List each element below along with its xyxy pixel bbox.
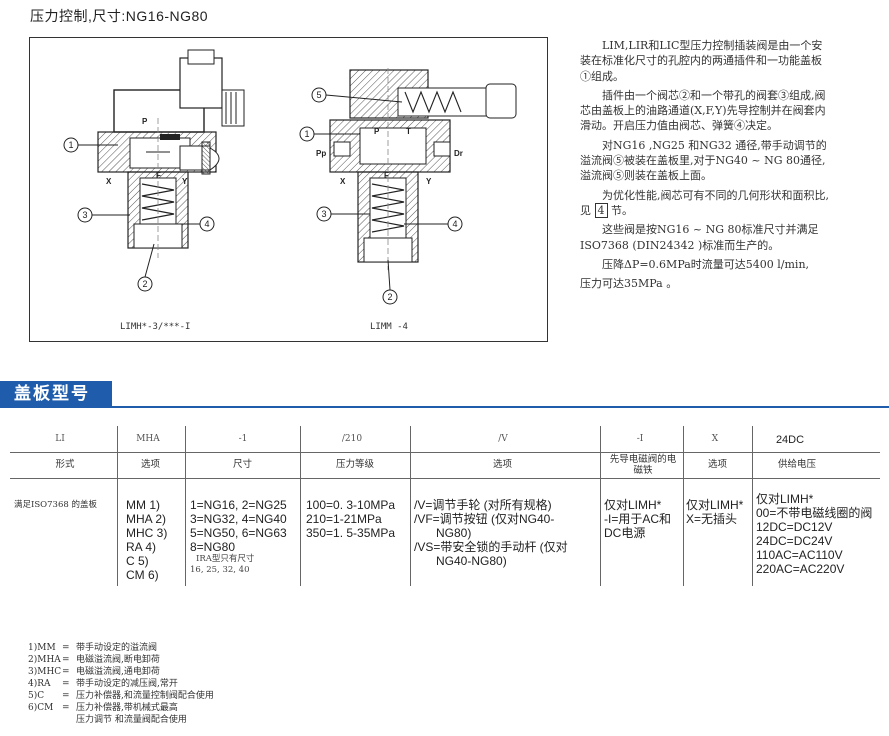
pressure-list: 100=0. 3-10MPa 210=1-21MPa 350=1. 5-35MP… xyxy=(306,498,396,540)
footnote-item: 2)MHA=电磁溢流阀,断电卸荷 xyxy=(28,655,160,665)
footnote-item: 5)C=压力补偿器,和流量控制阀配合使用 xyxy=(28,691,214,701)
column-header: 选项 xyxy=(140,459,160,470)
valve-drawings: P X F Y 1 3 4 2 xyxy=(63,49,517,305)
description-paragraph: LIM,LIR和LIC型压力控制插装阀是由一个安装在标准化尺寸的孔腔内的两通插件… xyxy=(580,39,823,83)
port-label: F xyxy=(156,171,161,180)
column-header: 压力等级 xyxy=(335,459,374,470)
description-paragraph: 压力可达35MPa 。 xyxy=(580,277,678,291)
right-drawing-caption: LIMM -4 xyxy=(370,322,408,332)
column-header: 供给电压 xyxy=(777,459,816,470)
drawing-frame: P X F Y 1 3 4 2 xyxy=(29,37,548,342)
footnote-item: 压力调节 和流量阀配合使用 xyxy=(76,715,187,725)
code-segment: /210 xyxy=(341,434,363,444)
options-list: MM 1) MHA 2) MHC 3) RA 4) C 5) CM 6) xyxy=(126,498,168,582)
callout: 1 xyxy=(304,129,309,139)
footnote-item: 6)CM=压力补偿器,带机械式最高 xyxy=(28,703,178,713)
port-label: X xyxy=(340,177,346,186)
right-valve-drawing xyxy=(329,68,517,270)
column-header: 选项 xyxy=(707,459,727,470)
description-paragraph: 为优化性能,阀芯可有不同的几何形状和面积比,见 4 节。 xyxy=(580,188,829,218)
description-paragraph: 压降ΔP=0.6MPa时流量可达5400 l/min, xyxy=(602,257,810,271)
callout: 3 xyxy=(82,210,87,220)
footnote-item: 3)MHC=电磁溢流阀,通电卸荷 xyxy=(28,667,160,677)
port-label: F xyxy=(384,171,389,180)
description-paragraph: 这些阀是按NG16 ~ NG 80标准尺寸并满足ISO7368 (DIN2434… xyxy=(580,223,819,252)
callout: 2 xyxy=(387,292,392,302)
footnote-item: 1)MM=带手动设定的溢流阀 xyxy=(28,643,158,653)
callout: 4 xyxy=(204,219,209,229)
callout: 4 xyxy=(452,219,457,229)
callout: 2 xyxy=(142,279,147,289)
port-label: P xyxy=(142,117,148,126)
code-segment: -1 xyxy=(238,434,248,444)
code-segment: /V xyxy=(498,434,508,444)
port-label: T xyxy=(406,127,411,136)
voltage-list: 仅对LIMH* 00=不带电磁线圈的阀 12DC=DC12V 24DC=DC24… xyxy=(756,492,873,576)
port-label: Y xyxy=(182,177,188,186)
page-title: 压力控制,尺寸:NG16-NG80 xyxy=(30,8,209,24)
callout: 5 xyxy=(316,90,321,100)
code-segment: -I xyxy=(636,434,644,444)
left-drawing-caption: LIMH*-3/***-I xyxy=(120,322,191,332)
port-label: Y xyxy=(426,177,432,186)
size-list: 1=NG16, 2=NG25 3=NG32, 4=NG40 5=NG50, 6=… xyxy=(190,498,287,575)
port-label: Pp xyxy=(316,149,326,158)
column-header: 选项 xyxy=(492,459,512,470)
model-code-table: LI MHA -1 /210 /V -I X 24DC 形式 选项 尺寸 压力等… xyxy=(10,426,889,636)
section-ref-box: 4 xyxy=(594,202,608,218)
column-header: 尺寸 xyxy=(232,459,252,470)
port-label: X xyxy=(106,177,112,186)
section-divider xyxy=(0,406,889,408)
column-header: 先导电磁阀的电磁铁 xyxy=(609,454,677,476)
description-text: LIM,LIR和LIC型压力控制插装阀是由一个安装在标准化尺寸的孔腔内的两通插件… xyxy=(580,38,830,295)
solenoid-list: 仅对LIMH* -I=用于AC和 DC电源 xyxy=(604,498,672,540)
callout: 3 xyxy=(321,209,326,219)
footnotes: 1)MM=带手动设定的溢流阀 2)MHA=电磁溢流阀,断电卸荷 3)MHC=电磁… xyxy=(28,642,214,726)
description-paragraph: 对NG16 ,NG25 和NG32 通径,带手动调节的溢流阀⑤被装在盖板里,对于… xyxy=(580,138,827,183)
adjust-options-list: /V=调节手轮 (对所有规格) /VF=调节按钮 (仅对NG40- NG80) … xyxy=(414,498,568,568)
code-segment: MHA xyxy=(136,434,160,444)
port-label: P xyxy=(374,127,380,136)
port-label: Dr xyxy=(454,149,463,158)
section-header: 盖板型号 xyxy=(0,381,112,407)
code-segment: X xyxy=(711,434,719,444)
code-segment: LI xyxy=(55,434,65,444)
plug-option-list: 仅对LIMH* X=无插头 xyxy=(686,498,744,526)
code-segment: 24DC xyxy=(775,434,805,446)
column-header: 形式 xyxy=(55,459,75,470)
callout: 1 xyxy=(68,140,73,150)
form-note: 满足ISO7368 的盖板 xyxy=(14,500,97,510)
footnote-item: 4)RA=带手动设定的减压阀,常开 xyxy=(28,679,178,689)
left-valve-drawing xyxy=(97,49,245,258)
description-paragraph: 插件由一个阀芯②和一个带孔的阀套③组成,阀芯由盖板上的油路通道(X,F,Y)先导… xyxy=(580,88,826,133)
